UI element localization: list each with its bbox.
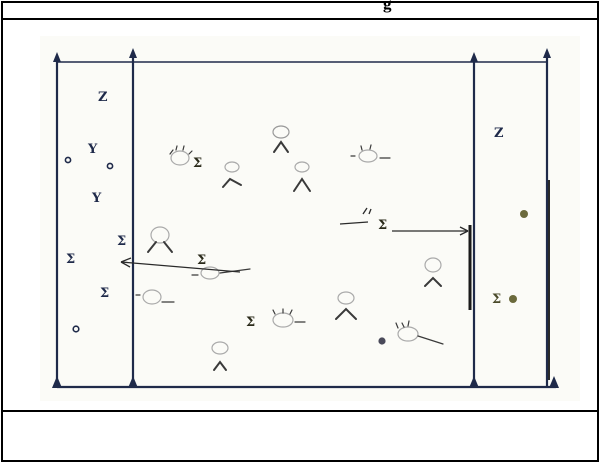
center-sigma-4: Σ bbox=[378, 218, 387, 233]
left-sigma-2: Σ bbox=[66, 252, 75, 267]
left-sigma-1: Σ bbox=[117, 234, 126, 249]
ball-icon bbox=[509, 295, 517, 303]
center-sigma-2: Σ bbox=[197, 253, 206, 268]
ball-icon bbox=[520, 210, 528, 218]
center-sigma-1: Σ bbox=[193, 156, 202, 171]
sheet-background bbox=[40, 36, 580, 401]
left-letter-y: Y bbox=[87, 142, 98, 157]
left-letter-z: Z bbox=[98, 90, 108, 105]
left-letter-y-2: Y bbox=[91, 191, 102, 206]
header-title-fragment: g bbox=[383, 0, 392, 14]
right-sigma: Σ bbox=[492, 292, 501, 307]
left-sigma-3: Σ bbox=[100, 286, 109, 301]
ball-icon bbox=[378, 337, 385, 344]
center-sigma-3: Σ bbox=[246, 315, 255, 330]
right-letter-z: Z bbox=[494, 126, 504, 141]
